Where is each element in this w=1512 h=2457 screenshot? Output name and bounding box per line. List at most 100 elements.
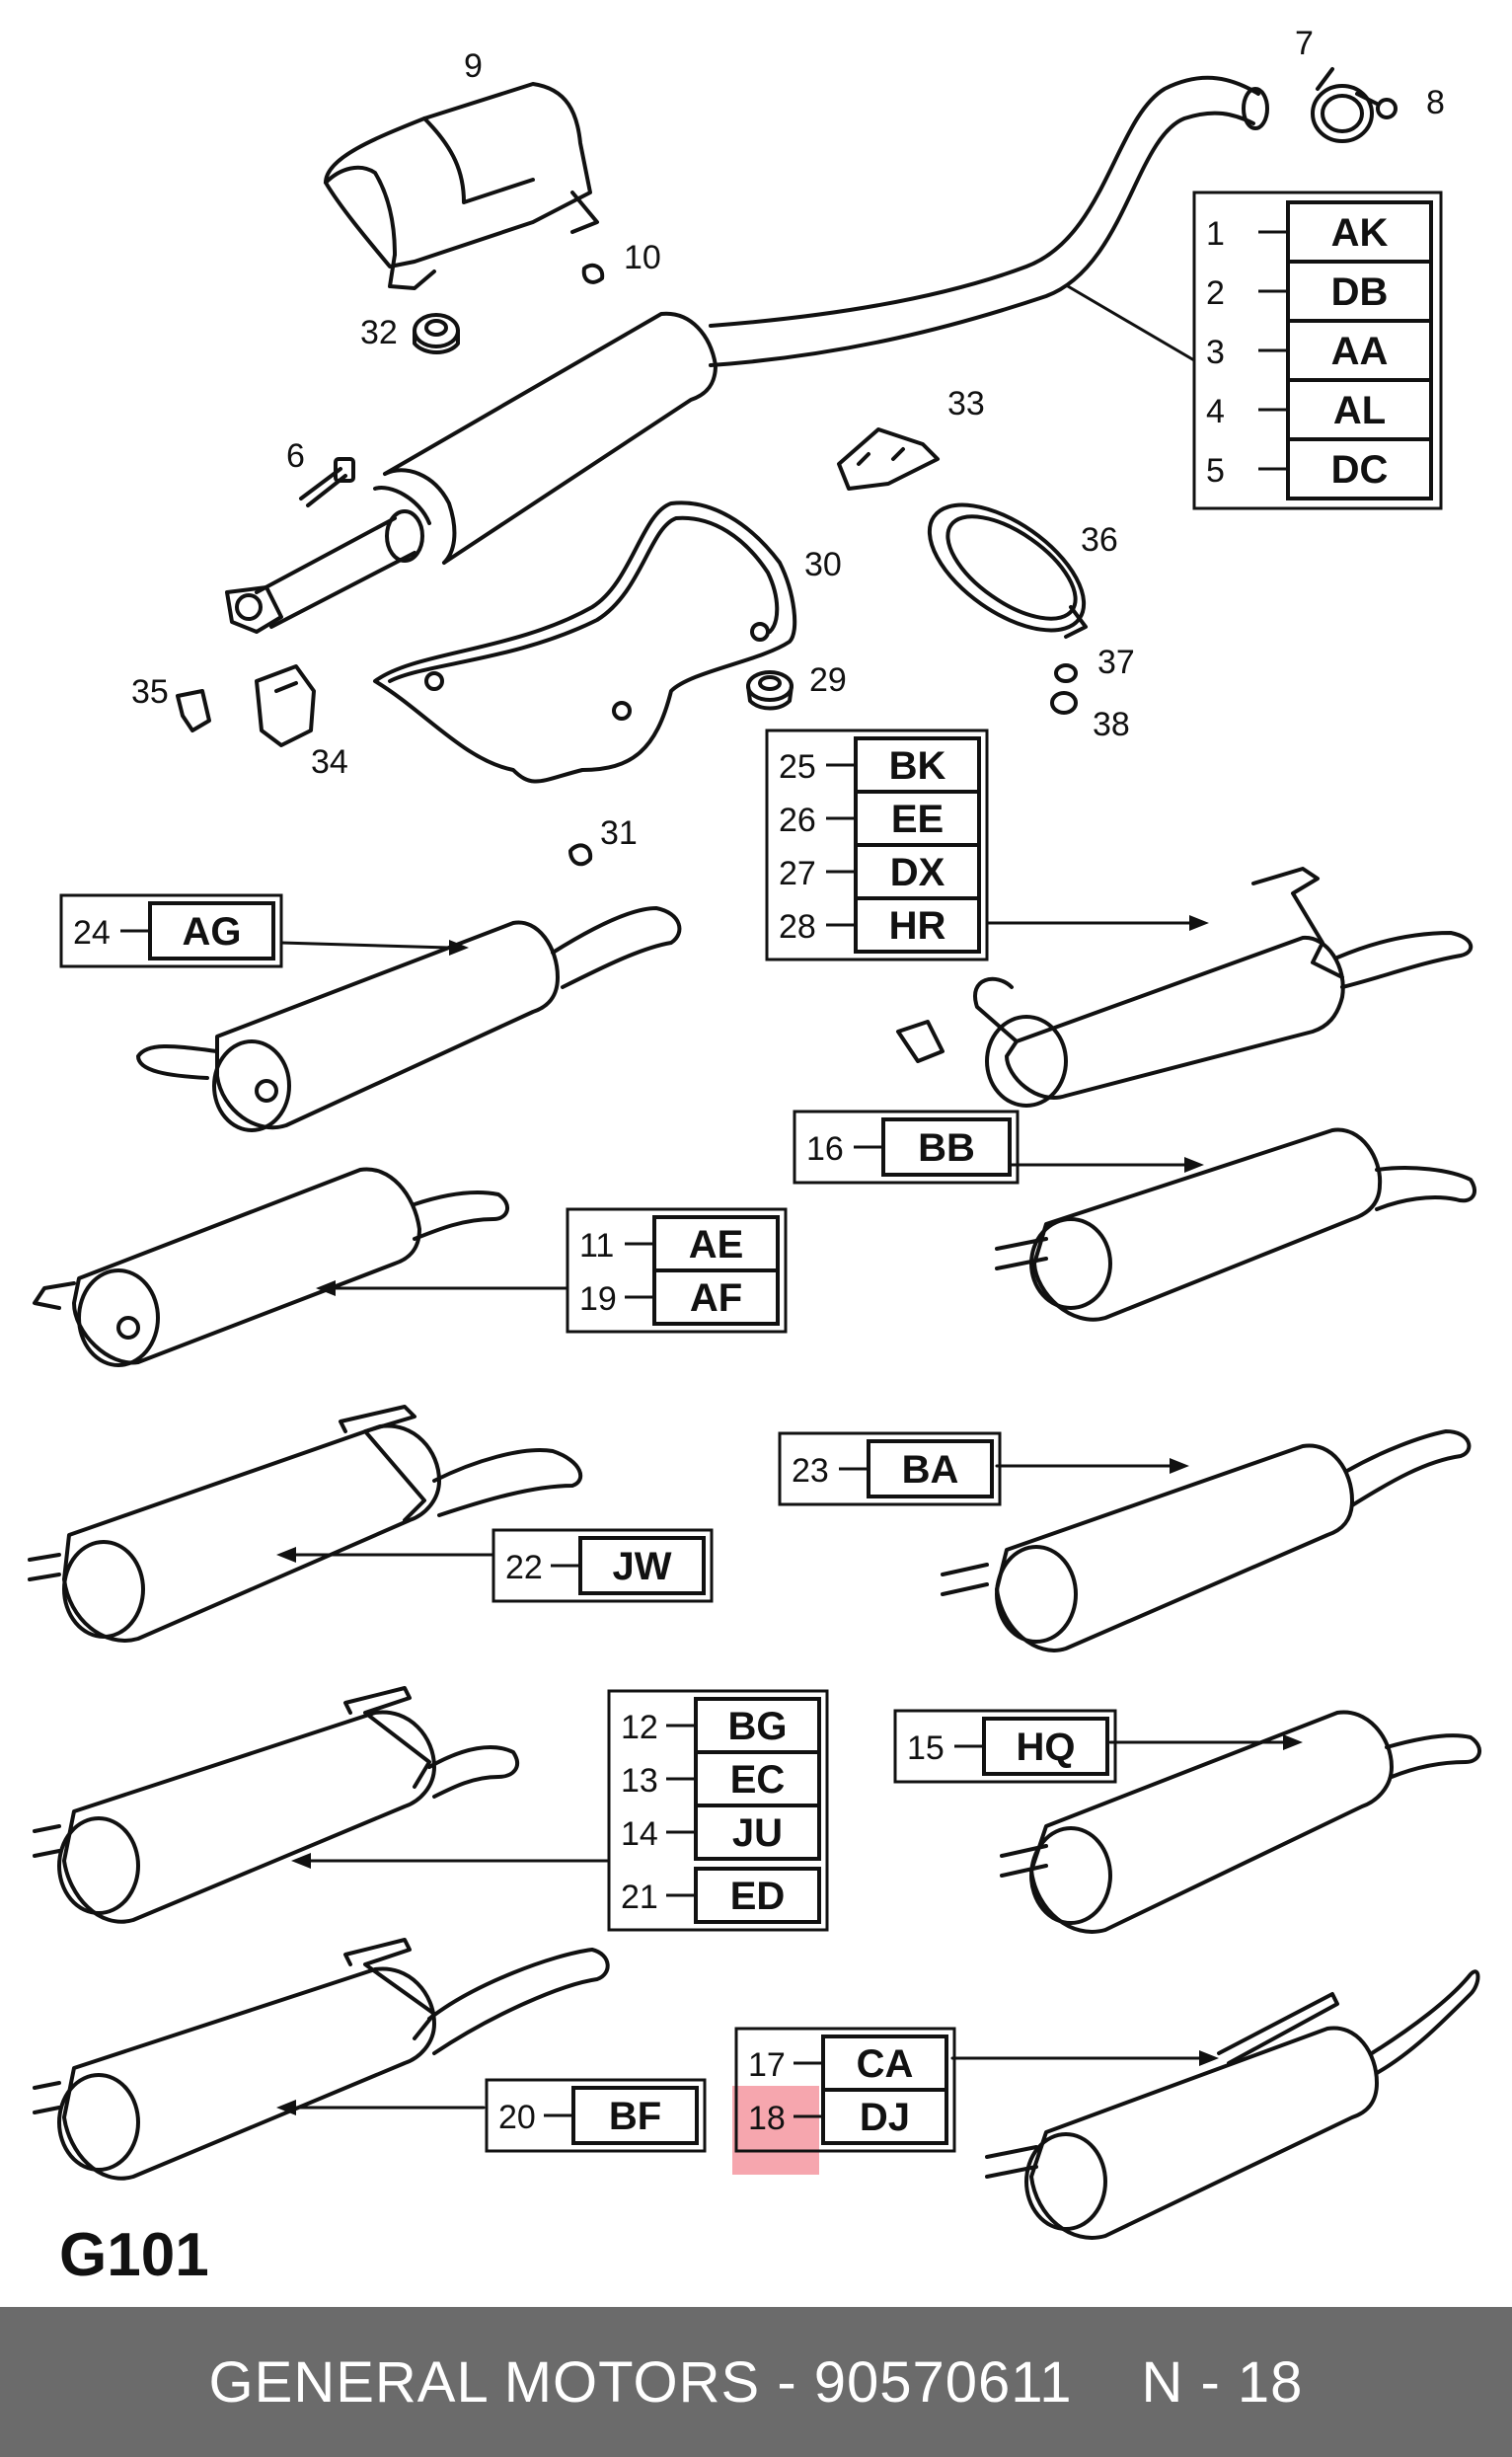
code-table-t15: 15 HQ	[893, 1709, 1117, 1784]
clip-part-35[interactable]	[176, 689, 211, 732]
part-code: AG	[183, 910, 242, 954]
silencer-15[interactable]	[1000, 1710, 1481, 1934]
highlight-item-18	[732, 2086, 819, 2175]
item-number: 13	[621, 1762, 658, 1800]
silencer-16[interactable]	[995, 1127, 1476, 1322]
item-number: 22	[505, 1549, 543, 1586]
bolt-part[interactable]	[299, 457, 355, 507]
part-code: AF	[690, 1276, 742, 1320]
silencer-20[interactable]	[33, 1938, 610, 2181]
callout-8: 8	[1426, 84, 1445, 121]
silencer-12[interactable]	[33, 1686, 519, 1924]
heat-shield-part[interactable]	[324, 82, 599, 290]
table-row[interactable]: 15 HQ	[907, 1717, 1109, 1776]
silencer-17[interactable]	[985, 1969, 1480, 2240]
table-row[interactable]: 2 DB	[1206, 260, 1433, 323]
part-code: DB	[1331, 270, 1389, 314]
callout-29: 29	[809, 661, 847, 699]
table-row[interactable]: 11 AE	[579, 1215, 780, 1272]
washer-part[interactable]	[1054, 663, 1078, 683]
item-number: 11	[579, 1227, 614, 1265]
heat-shield-lower-part[interactable]	[373, 500, 797, 784]
part-code: JW	[613, 1545, 672, 1588]
part-code: EE	[891, 798, 944, 841]
part-code: CA	[857, 2042, 914, 2086]
item-number: 4	[1206, 393, 1225, 430]
item-number: 19	[579, 1280, 617, 1318]
item-number: 1	[1206, 215, 1225, 253]
table-row[interactable]: 4 AL	[1206, 378, 1433, 441]
footer-brand-part: GENERAL MOTORS - 90570611	[208, 2349, 1073, 2415]
item-number: 5	[1206, 452, 1225, 490]
part-code: AE	[689, 1223, 744, 1267]
callout-6: 6	[286, 437, 305, 475]
silencer-23[interactable]	[941, 1429, 1472, 1652]
nut-part[interactable]	[413, 313, 460, 354]
callout-33: 33	[947, 385, 985, 422]
item-number: 15	[907, 1729, 945, 1767]
callout-30: 30	[804, 546, 842, 583]
callout-35: 35	[131, 673, 169, 711]
callout-32: 32	[360, 314, 398, 351]
front-pipe-silencer-part[interactable]	[225, 75, 1269, 634]
callout-36: 36	[1081, 521, 1118, 559]
item-number: 21	[621, 1879, 658, 1916]
code-table-t11: 11 AE 19 AF	[566, 1207, 788, 1334]
table-row[interactable]: 22 JW	[505, 1536, 706, 1595]
part-code: AA	[1331, 330, 1389, 373]
footer-bar: GENERAL MOTORS - 90570611 N - 18	[0, 2307, 1512, 2457]
item-number: 2	[1206, 274, 1225, 312]
part-code: BF	[609, 2095, 661, 2138]
table-row[interactable]: 19 AF	[579, 1268, 780, 1326]
item-number: 27	[779, 855, 816, 892]
silencer-22[interactable]	[28, 1405, 583, 1643]
part-code: BG	[728, 1705, 788, 1748]
callout-34: 34	[311, 743, 348, 781]
footer-page: N - 18	[1141, 2349, 1304, 2415]
rubber-mount-part[interactable]	[837, 427, 940, 491]
item-number: 3	[1206, 334, 1225, 371]
silencer-25[interactable]	[896, 867, 1474, 1108]
item-number: 25	[779, 748, 816, 786]
strap-clamp-part[interactable]	[908, 481, 1104, 655]
callout-9: 9	[464, 47, 483, 85]
part-code: DJ	[860, 2096, 910, 2139]
clip-part-31[interactable]	[568, 843, 593, 867]
part-code: AL	[1333, 389, 1386, 432]
callout-37: 37	[1097, 644, 1135, 681]
exhaust-parts-diagram: 7 8 9 10 32 6 33 36 30 35 34 29 37 38 31…	[28, 25, 1481, 2289]
silencer-24[interactable]	[136, 906, 682, 1132]
silencer-11[interactable]	[33, 1167, 509, 1367]
table-row[interactable]: 3 AA	[1206, 319, 1433, 382]
nut-part-small[interactable]	[1050, 691, 1078, 715]
part-code: HQ	[1017, 1726, 1076, 1769]
flange-nut-part[interactable]	[746, 670, 794, 711]
clip-part[interactable]	[581, 263, 605, 284]
clamp-part[interactable]	[1311, 67, 1398, 143]
bracket-part-34[interactable]	[255, 664, 316, 747]
item-number: 14	[621, 1815, 658, 1853]
callout-7: 7	[1295, 25, 1314, 62]
